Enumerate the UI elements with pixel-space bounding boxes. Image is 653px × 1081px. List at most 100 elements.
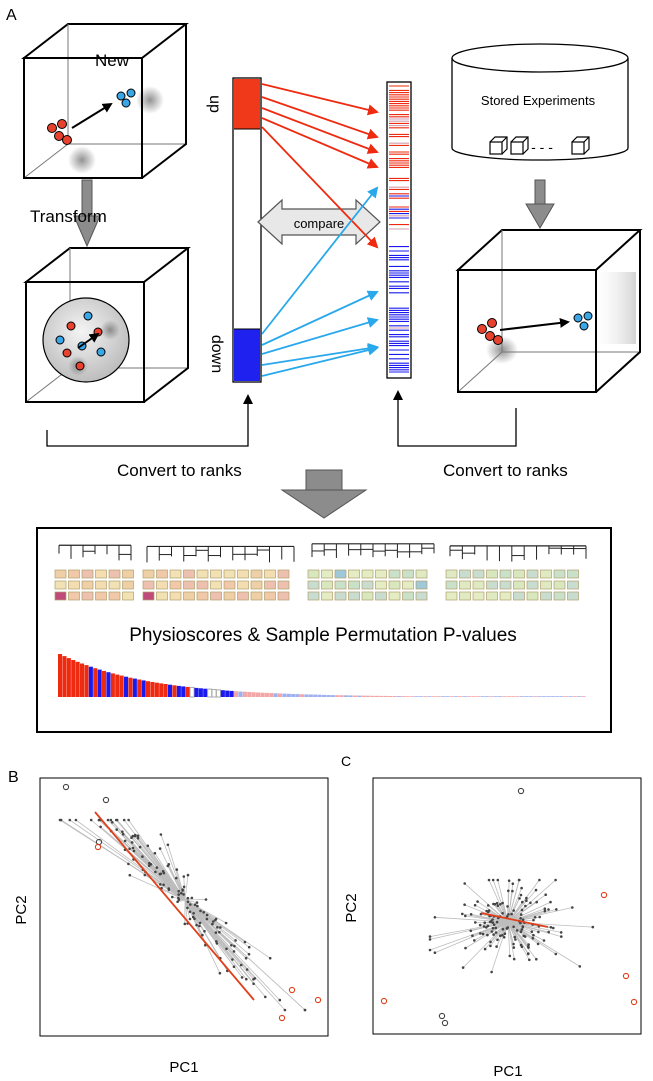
physioscore-bar [282,693,287,697]
sample-point [252,978,255,981]
sample-point [506,926,510,929]
sample-point [495,901,499,905]
panel-b-ylabel: PC2 [13,895,30,924]
sample-point [491,918,494,921]
heatmap-cell [445,591,458,601]
physioscore-bar [357,695,362,697]
heatmap-cell [142,591,155,601]
heatmap-cell [81,580,94,590]
sample-point [515,929,519,932]
sample-point [122,818,126,822]
heatmap-cell [526,580,539,590]
transform-arrow [73,179,101,248]
physioscore-bar [542,696,547,697]
heatmap-cell [210,591,222,601]
left-convert-connector [46,394,253,447]
outlier-point [288,986,296,994]
heatmap-cell [250,580,263,590]
sample-point [473,939,476,942]
physioscore-bar [572,696,577,697]
pc-vector [507,921,523,947]
physioscore-bar [215,689,221,698]
sample-point [115,828,118,831]
pc-vector [487,905,509,923]
physioscore-bar [185,686,190,697]
physioscore-bar [146,681,151,697]
heatmap-cell [459,569,471,579]
physioscore-bar [295,694,300,697]
pc-vector [184,899,198,903]
sample-point [193,917,196,921]
sample-point [131,846,135,850]
physioscore-bar [520,696,525,697]
pc-vector [507,921,529,945]
heatmap-cell [142,569,155,579]
sample-point [162,883,165,887]
physioscore-bar [225,690,230,697]
heatmap-cell [499,591,512,601]
pc-vector [497,879,509,923]
sample-point [517,878,521,882]
sample-point [519,921,522,925]
physioscore-bar [137,679,142,697]
heatmap-cell [223,591,236,601]
outlier-point [441,1019,449,1027]
sample-point [476,900,479,903]
sample-point [97,818,101,822]
sample-point [521,900,524,904]
outlier-point [380,997,388,1005]
sample-point [74,818,78,822]
mini-cube-icon [571,136,590,155]
heatmap-cell [415,580,428,590]
sample-point [428,948,432,952]
heatmap-cell [81,569,94,579]
sample-point [533,916,537,919]
heatmap-cell [54,569,67,579]
physioscore-bar [260,692,265,697]
physioscore-bar [559,696,564,697]
sample-point [490,930,494,933]
sample-point [486,910,490,914]
heatmap-cell [567,580,579,590]
sample-point [216,926,219,929]
heatmap-cell [277,569,290,579]
heatmap-cell [156,569,168,579]
sample-point [486,904,490,907]
sample-point [138,845,142,849]
sample-point [186,906,189,910]
trend-line [480,912,549,928]
heatmap-cell [526,569,539,579]
sample-point [512,957,516,961]
sample-point [490,970,493,974]
heatmap-cell [122,580,134,590]
sample-point [491,926,495,930]
physioscore-bar [493,696,498,697]
sample-point [218,971,222,975]
physioscore-bar [132,678,137,697]
physioscore-bar [577,696,582,697]
physioscore-bar [176,685,181,697]
heatmap-cell [95,580,107,590]
pc-vector [128,819,186,901]
physioscore-bar [489,696,494,697]
sample-point [464,914,467,918]
sample-point [525,896,528,900]
outlier-point [622,972,630,980]
physioscore-bar [229,690,234,697]
sample-point [519,913,523,916]
physioscore-bar [467,696,472,697]
physioscore-bar [269,693,274,697]
sample-point [461,912,464,916]
physioscore-bar [273,693,278,697]
sample-point [544,893,547,896]
sample-point [433,951,437,954]
heatmap-cell [237,569,249,579]
sample-point [531,936,535,940]
sample-point [496,938,499,942]
results-panel: Physioscores & Sample Permutation P-valu… [36,527,612,733]
physioscore-bar [366,695,371,697]
sample-point [202,911,205,914]
heatmap-cell [156,591,168,601]
heatmap-cell [402,569,414,579]
sample-point [535,957,538,961]
